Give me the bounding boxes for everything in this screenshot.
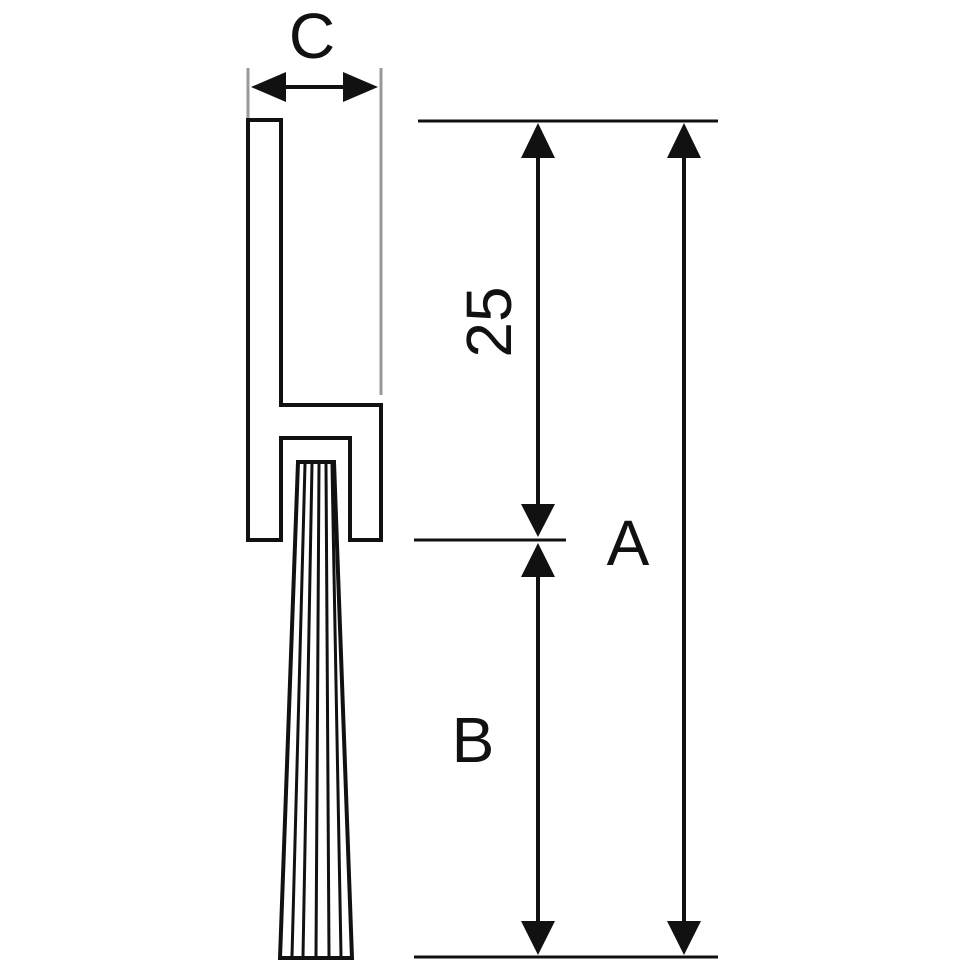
bristle-line	[324, 463, 331, 957]
c-label: C	[289, 0, 335, 72]
brush-bristles	[277, 460, 355, 960]
holder-profile	[246, 118, 383, 542]
dimension-b: B	[452, 543, 555, 955]
dimension-a: A	[607, 123, 701, 955]
dim-25-arrowhead-top	[521, 123, 555, 158]
dim-b-arrowhead-bottom	[521, 921, 555, 955]
c-arrowhead-right	[343, 72, 378, 102]
bristle-line	[290, 463, 307, 957]
dim-25-label: 25	[453, 286, 525, 357]
dimension-25: 25	[453, 123, 555, 537]
bristle-line	[314, 463, 321, 957]
c-extension-lines	[246, 68, 383, 395]
horizontal-extension-lines	[414, 119, 718, 959]
bristle-line	[330, 463, 343, 957]
bristle-line	[301, 463, 314, 957]
dimension-c: C	[251, 0, 378, 102]
dim-a-arrowhead-top	[667, 123, 701, 158]
dim-a-label: A	[607, 507, 650, 579]
dim-b-label: B	[452, 704, 495, 776]
dim-25-arrowhead-bottom	[521, 504, 555, 537]
c-arrowhead-left	[251, 72, 286, 102]
dim-b-arrowhead-top	[521, 543, 555, 577]
dim-a-arrowhead-bottom	[667, 921, 701, 955]
